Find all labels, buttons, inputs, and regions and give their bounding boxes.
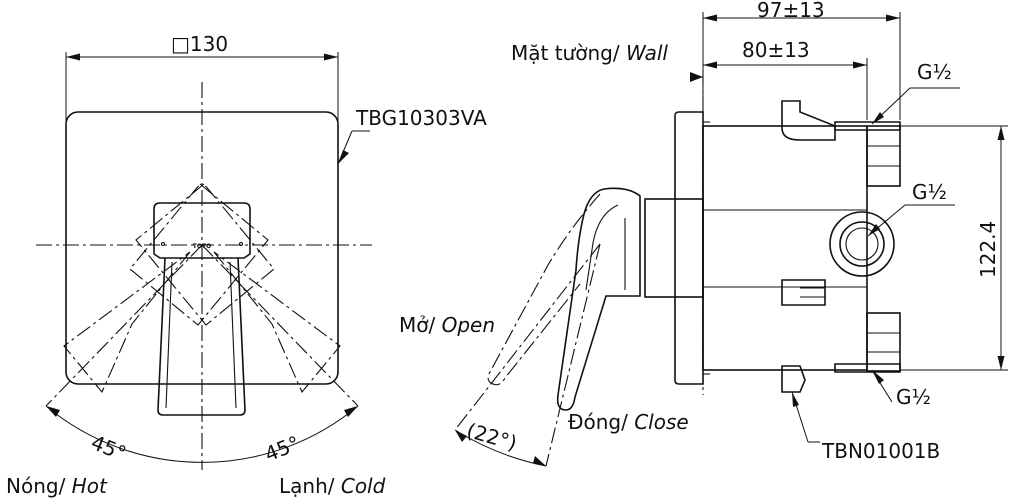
cover-model-label: TBG10303VA: [356, 106, 487, 130]
close-label: Đóng/ Close: [568, 412, 689, 432]
port-bottom-label: G½: [896, 385, 931, 409]
height-dimension-label: 122.4: [976, 220, 1000, 278]
open-label-en: Open: [441, 313, 496, 337]
cold-label: Lạnh/ Cold: [279, 476, 385, 496]
wall-label: Mặt tường/ Wall: [511, 43, 668, 63]
valve-body: [644, 100, 901, 393]
close-label-vi: Đóng/: [568, 410, 628, 434]
close-label-en: Close: [634, 410, 689, 434]
width-dimension-label: □130: [171, 32, 229, 56]
hot-label-en: Hot: [71, 474, 107, 498]
port-top-label: G½: [917, 60, 952, 84]
port-middle-label: G½: [912, 180, 947, 204]
handle-rotated-hot: [63, 183, 269, 394]
lever-handle-side: [556, 187, 641, 411]
body-model-label: TBN01001B: [822, 439, 941, 463]
hot-label: Nóng/ Hot: [6, 476, 107, 496]
cover-model-leader: [337, 130, 370, 165]
handle-rotated-cold: [135, 183, 341, 394]
wall-label-en: Wall: [625, 41, 668, 65]
wall-line: [690, 70, 704, 395]
rotation-arc: [45, 405, 359, 463]
lever-handle-open-phantom: [454, 193, 601, 467]
width-dimension: [65, 52, 339, 122]
front-view: TOTO: [36, 52, 372, 470]
open-label-vi: Mở/: [399, 313, 436, 337]
wall-label-vi: Mặt tường/: [511, 41, 620, 65]
brand-mark: TOTO: [193, 243, 211, 250]
total-depth-label: 97±13: [757, 0, 825, 22]
body-depth-dimension: [703, 58, 868, 120]
height-dimension: [900, 125, 1008, 371]
cover-plate-profile: [674, 111, 704, 385]
port-leaders: [791, 87, 960, 443]
cold-label-vi: Lạnh/: [279, 474, 335, 498]
side-view: [454, 12, 1008, 467]
open-label: Mở/ Open: [399, 315, 495, 335]
handle-center: [153, 202, 251, 416]
cold-label-en: Cold: [340, 474, 386, 498]
total-depth-dimension: [702, 12, 901, 120]
hot-label-vi: Nóng/: [6, 474, 66, 498]
body-depth-label: 80±13: [742, 38, 810, 62]
